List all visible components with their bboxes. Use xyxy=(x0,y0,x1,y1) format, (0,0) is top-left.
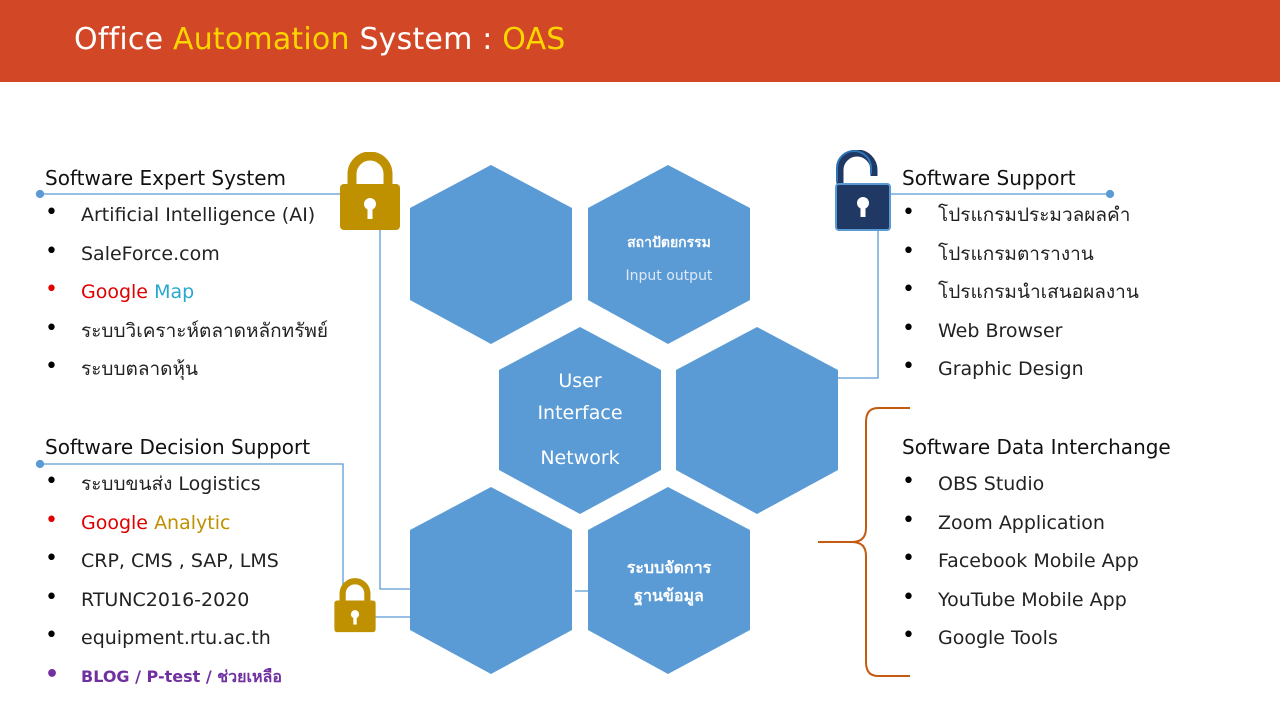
software-support-section: Software Support โปรแกรมประมวลผลคำ โปรแก… xyxy=(902,166,1139,395)
decision-support-list: ระบบขนส่ง Logistics Google Analytic CRP,… xyxy=(45,469,310,703)
hexagon-center xyxy=(499,327,661,514)
list-item: OBS Studio xyxy=(902,469,1171,510)
list-item: Google Map xyxy=(45,277,328,318)
expert-system-section: Software Expert System Artificial Intell… xyxy=(45,166,328,395)
list-item: โปรแกรมประมวลผลคำ xyxy=(902,200,1139,241)
hexagon-database-line1: ระบบจัดการ xyxy=(626,558,712,577)
closed-lock-icon xyxy=(340,152,400,230)
hexagon-center-line1: User xyxy=(558,370,602,392)
hexagon-center-line2: Interface xyxy=(537,402,623,424)
hexagon-right xyxy=(676,327,838,514)
list-item: BLOG / P-test / ช่วยเหลือ xyxy=(45,662,310,703)
list-item: Facebook Mobile App xyxy=(902,546,1171,587)
hexagon-database xyxy=(588,487,750,674)
header-bar: Office Automation System : OAS xyxy=(0,0,1280,82)
software-support-heading: Software Support xyxy=(902,166,1076,190)
list-item: Google Analytic xyxy=(45,508,310,549)
hexagon-database-line2: ฐานข้อมูล xyxy=(634,586,704,605)
expert-system-heading: Software Expert System xyxy=(45,166,286,190)
data-interchange-list: OBS Studio Zoom Application Facebook Mob… xyxy=(902,469,1171,664)
small-closed-lock-icon xyxy=(334,578,376,633)
connector-lines xyxy=(35,189,1115,618)
list-item: ระบบขนส่ง Logistics xyxy=(45,469,310,510)
expert-system-list: Artificial Intelligence (AI) SaleForce.c… xyxy=(45,200,328,395)
list-item: Google Tools xyxy=(902,623,1171,664)
list-item: equipment.rtu.ac.th xyxy=(45,623,310,664)
hexagon-architecture xyxy=(588,165,750,344)
hexagon-architecture-subtitle: Input output xyxy=(625,268,713,284)
connector-dot-support xyxy=(1105,189,1115,199)
hexagon-bottom-left xyxy=(410,487,572,674)
open-lock-icon xyxy=(835,150,891,231)
connector-dot-expert xyxy=(35,189,45,199)
connector-decision xyxy=(40,463,410,618)
list-item: Graphic Design xyxy=(902,354,1139,395)
list-item: โปรแกรมตารางาน xyxy=(902,239,1139,280)
software-support-list: โปรแกรมประมวลผลคำ โปรแกรมตารางาน โปรแกรม… xyxy=(902,200,1139,395)
data-interchange-section: Software Data Interchange OBS Studio Zoo… xyxy=(902,435,1171,664)
connector-support-down xyxy=(826,225,879,379)
decision-support-section: Software Decision Support ระบบขนส่ง Logi… xyxy=(45,435,310,702)
list-item: ระบบตลาดหุ้น xyxy=(45,354,328,395)
list-item: YouTube Mobile App xyxy=(902,585,1171,626)
list-item: CRP, CMS , SAP, LMS xyxy=(45,546,310,587)
decision-support-heading: Software Decision Support xyxy=(45,435,311,459)
curly-brace xyxy=(818,407,910,677)
connector-dot-decision xyxy=(35,459,45,469)
connector-expert-down xyxy=(379,220,410,590)
list-item: ระบบวิเคราะห์ตลาดหลักทรัพย์ xyxy=(45,316,328,357)
page-title: Office Automation System : OAS xyxy=(74,22,566,57)
hexagon-group xyxy=(410,165,838,674)
list-item: โปรแกรมนำเสนอผลงาน xyxy=(902,277,1139,318)
list-item: Web Browser xyxy=(902,316,1139,357)
hexagon-center-line3: Network xyxy=(540,447,620,469)
data-interchange-heading: Software Data Interchange xyxy=(902,435,1171,459)
hexagon-architecture-title: สถาปัตยกรรม xyxy=(627,235,711,251)
hexagon-top-left xyxy=(410,165,572,344)
list-item: Artificial Intelligence (AI) xyxy=(45,200,328,241)
list-item: RTUNC2016-2020 xyxy=(45,585,310,626)
list-item: SaleForce.com xyxy=(45,239,328,280)
list-item: Zoom Application xyxy=(902,508,1171,549)
